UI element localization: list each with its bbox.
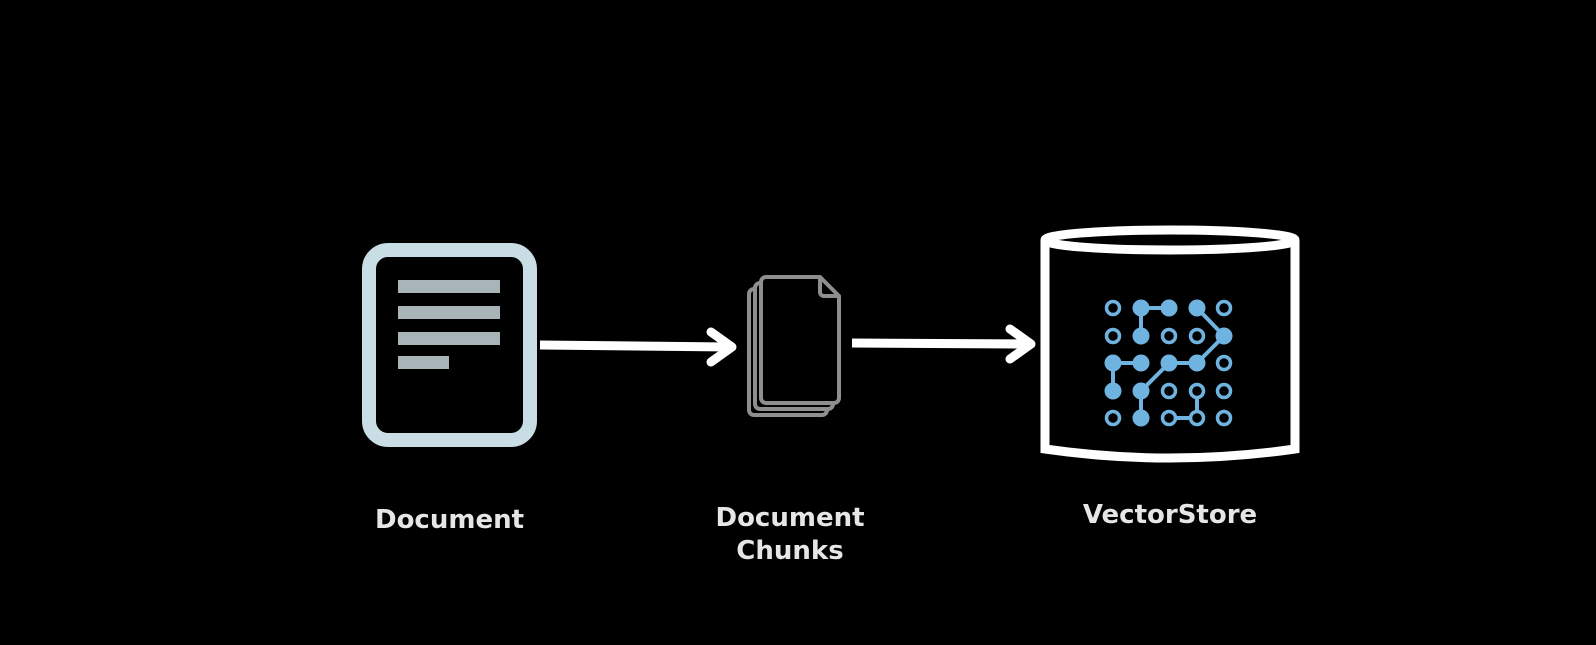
network-node-filled [1132, 299, 1150, 317]
arrow-chunks-to-vectorstore [851, 324, 1036, 364]
document-label: Document [374, 505, 525, 535]
network-node-filled [1160, 299, 1178, 317]
database-cylinder-icon [1040, 225, 1300, 463]
network-node-ring [1188, 409, 1206, 427]
document-icon [362, 243, 537, 447]
document-chunks-label-line-1: Document [715, 503, 865, 533]
network-node-ring [1215, 299, 1233, 317]
document-chunks-label-line-2: Chunks [736, 536, 844, 566]
network-node-filled [1132, 354, 1150, 372]
document-chunks-label: Document Chunks [700, 502, 880, 568]
network-node-filled [1160, 354, 1178, 372]
arrow-document-to-chunks [539, 327, 737, 367]
text-line [398, 306, 500, 319]
network-node-ring [1215, 382, 1233, 400]
network-node-filled [1215, 327, 1233, 345]
text-line [398, 332, 500, 345]
network-node-ring [1160, 382, 1178, 400]
network-node-filled [1104, 382, 1122, 400]
network-node-ring [1188, 327, 1206, 345]
network-node-ring [1215, 409, 1233, 427]
network-node-ring [1160, 327, 1178, 345]
network-node-ring [1160, 409, 1178, 427]
network-node-filled [1132, 382, 1150, 400]
network-node-ring [1104, 299, 1122, 317]
network-pattern-icon [1104, 299, 1233, 427]
network-node-filled [1132, 327, 1150, 345]
network-node-ring [1104, 409, 1122, 427]
text-line [398, 356, 449, 369]
network-node-ring [1215, 354, 1233, 372]
vectorstore-label: VectorStore [1082, 500, 1258, 530]
network-node-filled [1188, 354, 1206, 372]
network-node-ring [1188, 382, 1206, 400]
network-node-filled [1188, 299, 1206, 317]
network-node-filled [1132, 409, 1150, 427]
network-node-ring [1104, 327, 1122, 345]
text-line [398, 280, 500, 293]
stacked-pages-icon [747, 275, 841, 417]
network-node-filled [1104, 354, 1122, 372]
